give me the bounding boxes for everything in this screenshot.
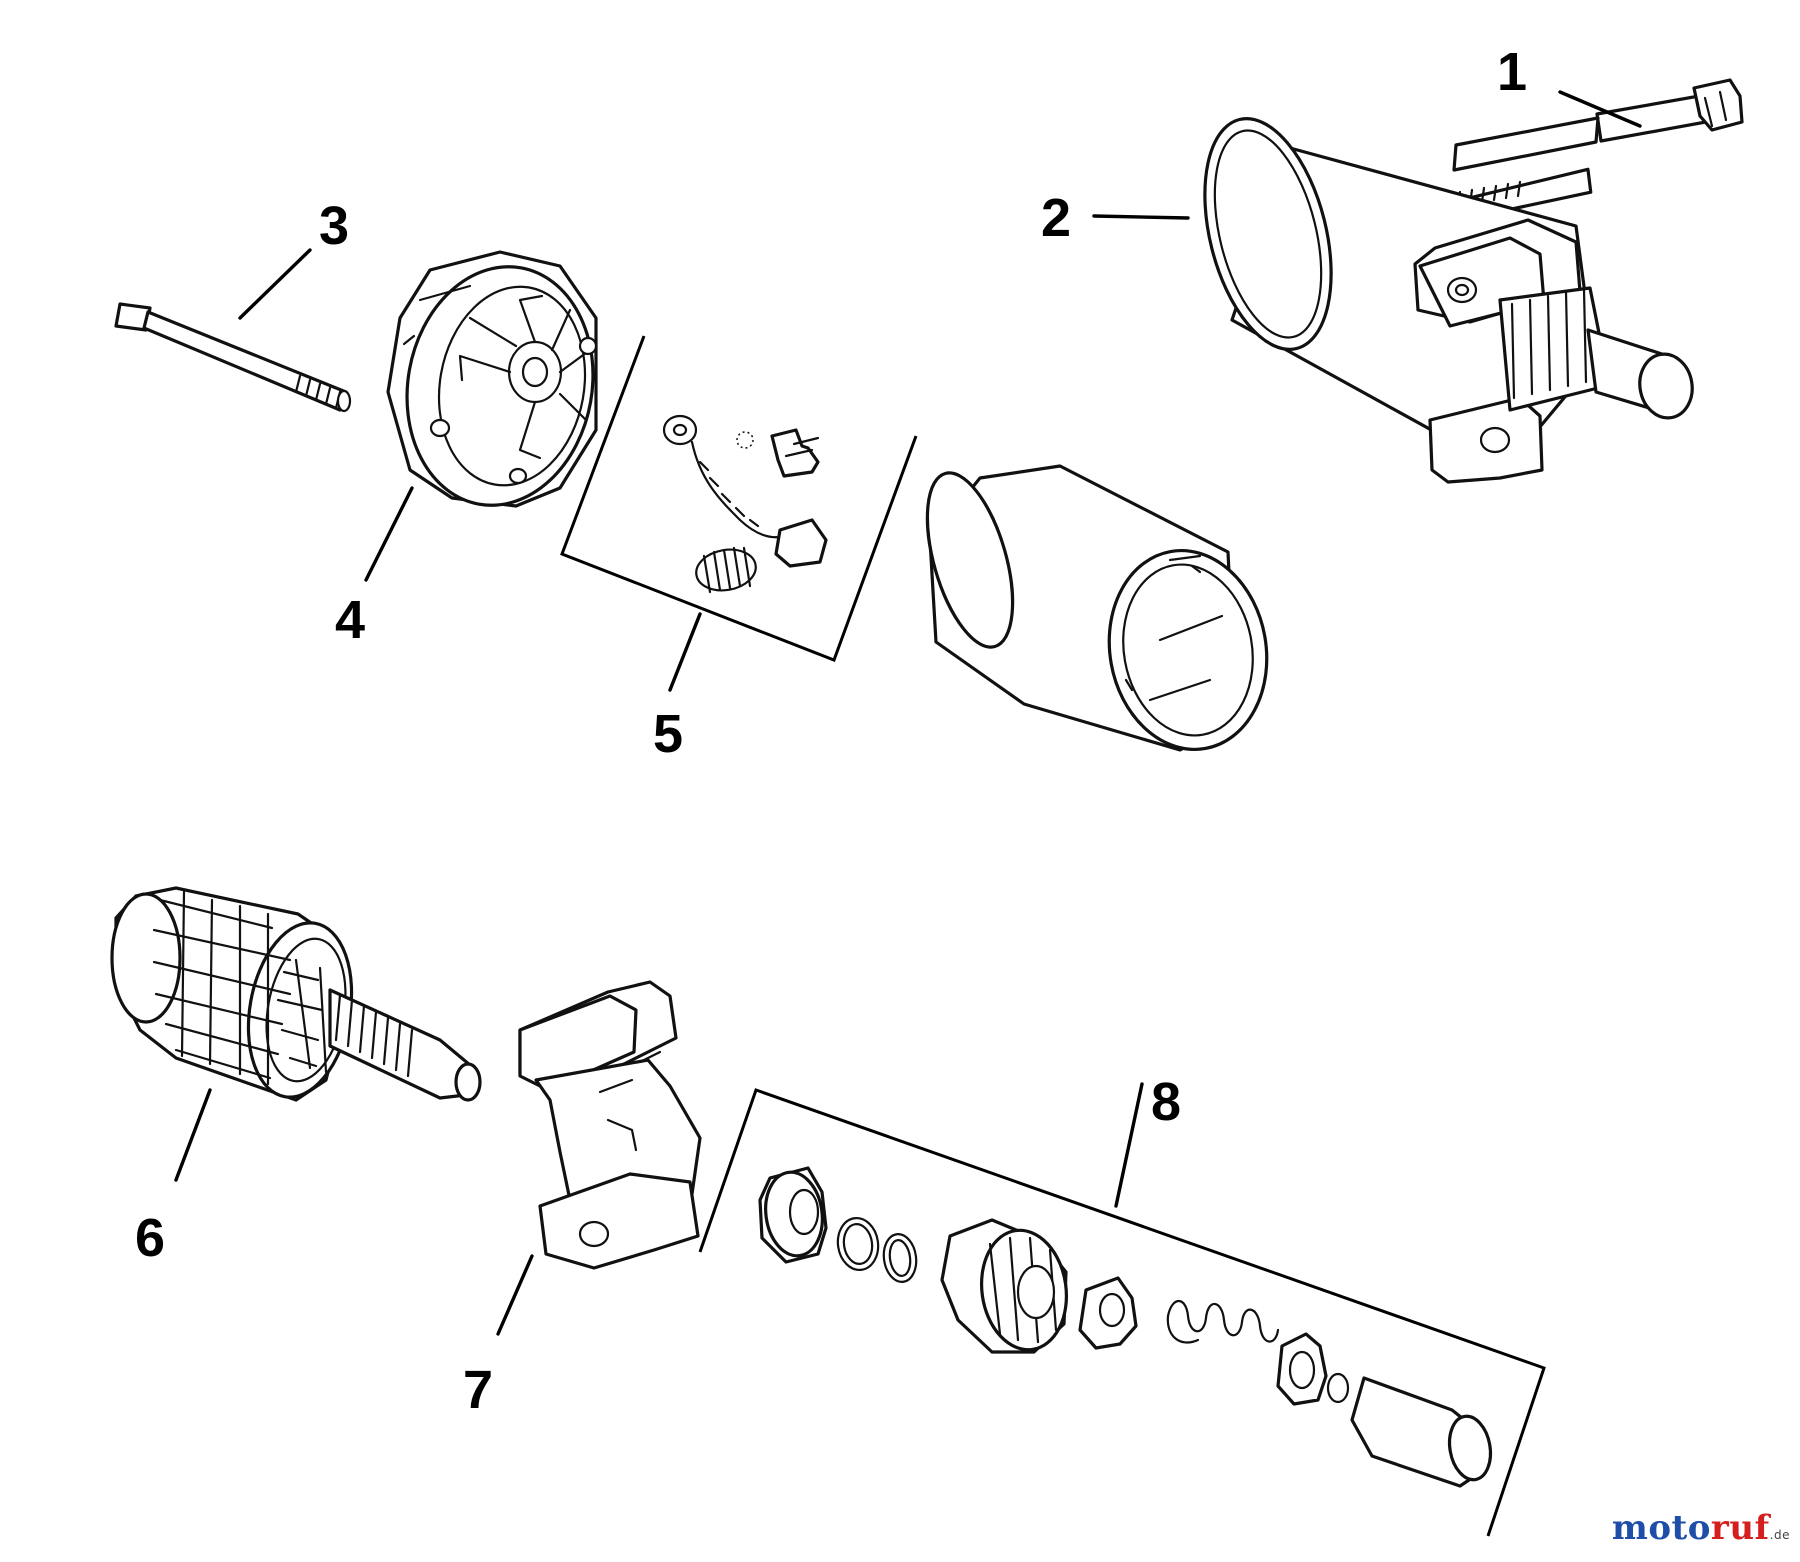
part-7-drive-end-cap bbox=[496, 980, 702, 1336]
callout-8: 8 bbox=[1151, 1072, 1181, 1132]
part-6-armature bbox=[110, 886, 482, 1102]
part-5-brush-kit bbox=[560, 335, 918, 692]
callout-4: 4 bbox=[335, 590, 365, 650]
part-8-drive-kit bbox=[698, 1088, 1546, 1537]
part-4-end-cap bbox=[386, 250, 598, 508]
part-2-starter-assembly bbox=[1203, 117, 1694, 484]
callout-1: 1 bbox=[1497, 42, 1527, 102]
callout-3: 3 bbox=[319, 196, 349, 256]
callout-6: 6 bbox=[135, 1208, 165, 1268]
callout-leaders bbox=[174, 90, 1642, 1208]
frame-housing bbox=[925, 464, 1269, 752]
callout-5: 5 bbox=[653, 704, 683, 764]
callout-7: 7 bbox=[463, 1360, 493, 1420]
watermark-logo: motoruf.de bbox=[1611, 1508, 1790, 1548]
callout-2: 2 bbox=[1041, 188, 1071, 248]
part-1-bolt bbox=[1446, 78, 1744, 223]
part-3-through-bolt bbox=[114, 302, 352, 413]
